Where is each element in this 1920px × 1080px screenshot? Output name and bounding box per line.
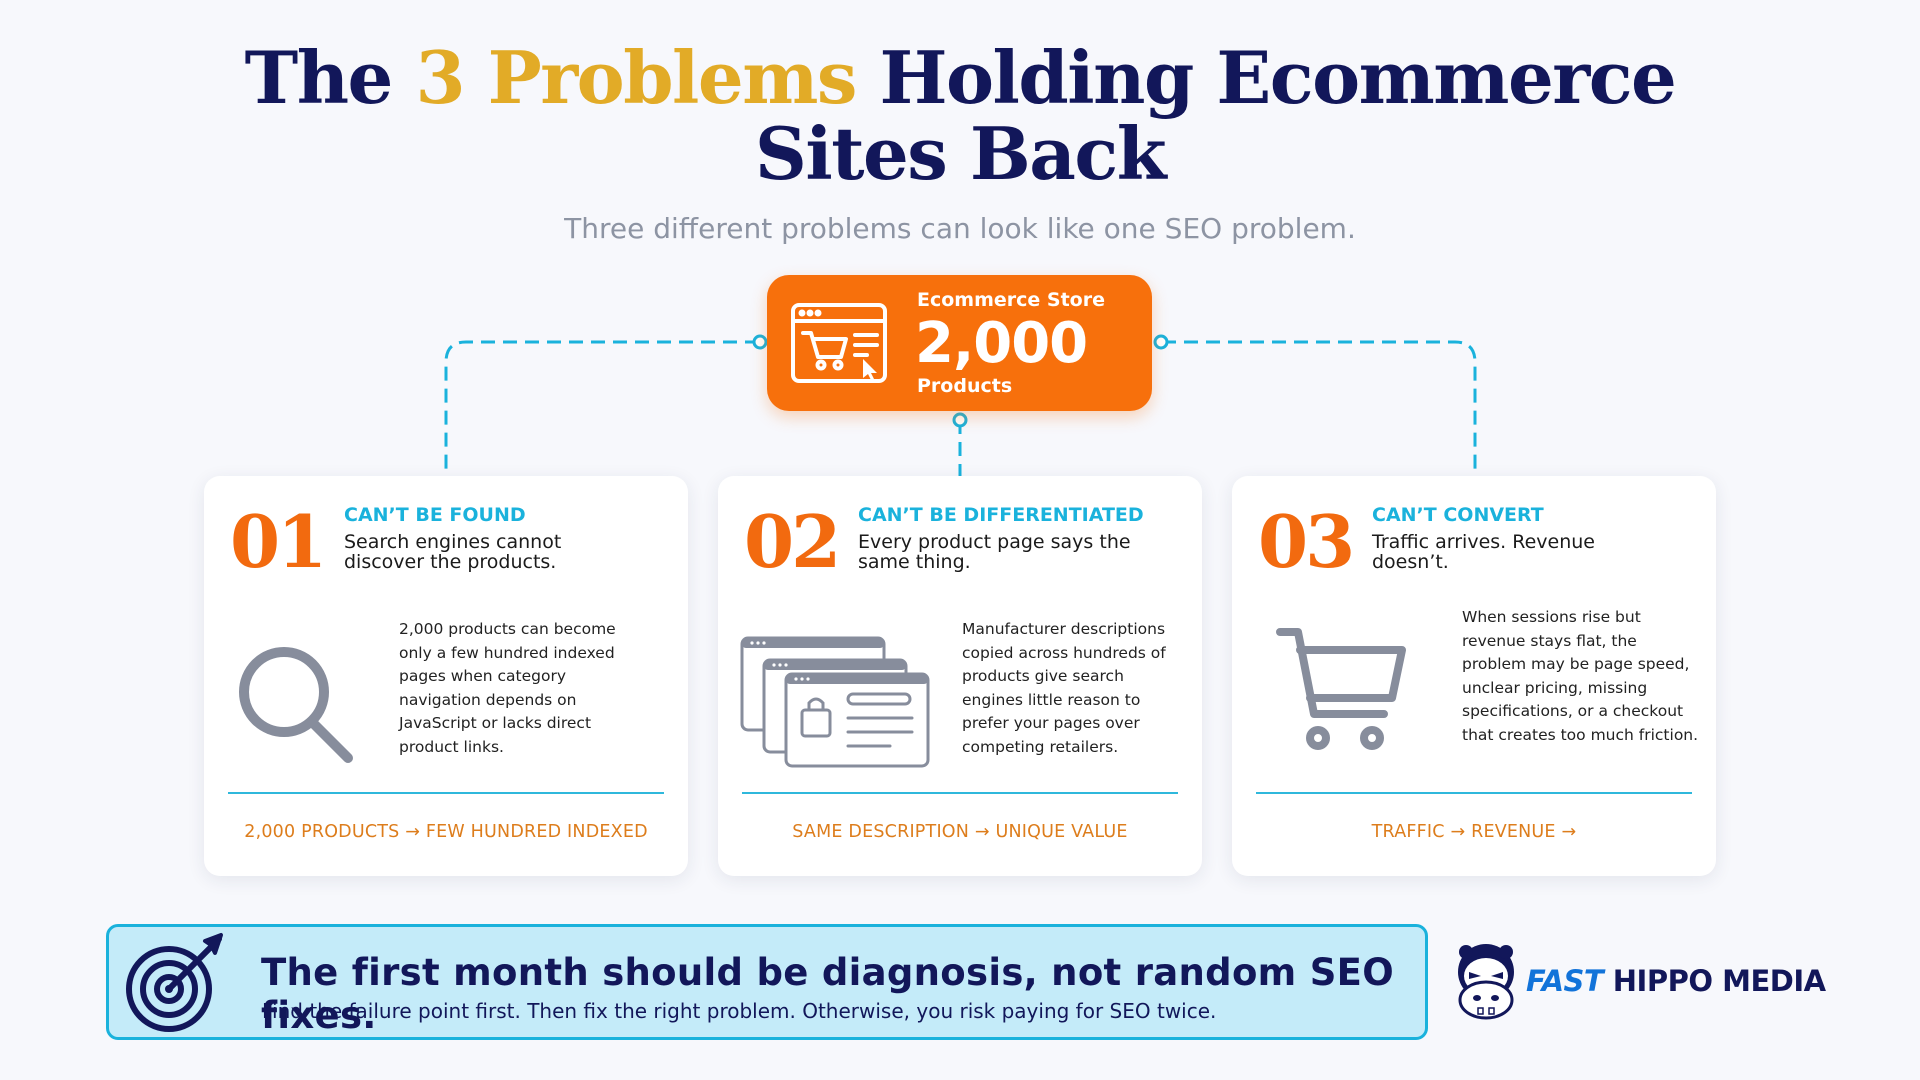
banner-subtext: Find the failure point first. Then fix t…	[262, 999, 1217, 1023]
card-divider	[742, 792, 1178, 794]
problem-card-03: 03 CAN’T CONVERT Traffic arrives. Revenu…	[1232, 476, 1716, 876]
card-heading: CAN’T BE FOUND	[344, 504, 526, 526]
card-tagline: Traffic arrives. Revenue doesn’t.	[1372, 531, 1595, 573]
title-line-1: The 3 Problems Holding Ecommerce	[0, 40, 1920, 116]
card-divider	[228, 792, 664, 794]
title-line-2: Sites Back	[754, 111, 1167, 196]
shopping-cart-icon	[1276, 628, 1406, 750]
card-heading: CAN’T BE DIFFERENTIATED	[858, 504, 1144, 526]
problem-card-01: 01 CAN’T BE FOUND Search engines cannot …	[204, 476, 688, 876]
store-label: Ecommerce Store	[917, 289, 1105, 311]
brand-name-rest: HIPPO MEDIA	[1603, 964, 1826, 998]
card-body: Manufacturer descriptions copied across …	[962, 620, 1166, 756]
target-arrow-icon	[126, 933, 223, 1032]
card-footer: 2,000 PRODUCTS → FEW HUNDRED INDEXED	[244, 822, 648, 842]
brand-logo: FAST HIPPO MEDIA	[1452, 940, 1832, 1022]
card-number: 01	[230, 499, 327, 584]
magnifier-icon	[239, 647, 353, 763]
card-tagline: Search engines cannot discover the produ…	[344, 531, 562, 573]
card-footer: SAME DESCRIPTION → UNIQUE VALUE	[792, 822, 1128, 842]
store-count-unit: Products	[917, 375, 1013, 397]
card-tagline: Every product page says the same thing.	[858, 531, 1131, 573]
hippo-mascot-icon	[1458, 944, 1514, 1020]
card-footer: TRAFFIC → REVENUE →	[1371, 822, 1577, 842]
duplicate-pages-icon	[740, 636, 930, 768]
card-number: 02	[744, 499, 841, 584]
brand-name-first: FAST	[1526, 964, 1604, 998]
title-prefix: The	[244, 35, 394, 120]
callout-banner: The first month should be diagnosis, not…	[106, 924, 1428, 1040]
store-product-count: 2,000	[915, 311, 1088, 376]
page-subtitle: Three different problems can look like o…	[564, 212, 1356, 245]
brand-name: FAST HIPPO MEDIA	[1526, 964, 1826, 998]
title-accent: 3 Problems	[415, 35, 857, 120]
problem-card-02: 02 CAN’T BE DIFFERENTIATED Every product…	[718, 476, 1202, 876]
page-title: The 3 Problems Holding Ecommerce Sites B…	[0, 40, 1920, 192]
card-body: 2,000 products can become only a few hun…	[399, 620, 616, 756]
card-body: When sessions rise but revenue stays fla…	[1462, 608, 1699, 744]
title-line1-rest: Holding Ecommerce	[879, 35, 1677, 120]
banner-headline: The first month should be diagnosis, not…	[261, 951, 1394, 1037]
card-divider	[1256, 792, 1692, 794]
store-node: Ecommerce Store 2,000 Products	[767, 275, 1152, 411]
card-heading: CAN’T CONVERT	[1372, 504, 1544, 526]
store-cart-icon	[791, 303, 887, 383]
card-number: 03	[1258, 499, 1355, 584]
